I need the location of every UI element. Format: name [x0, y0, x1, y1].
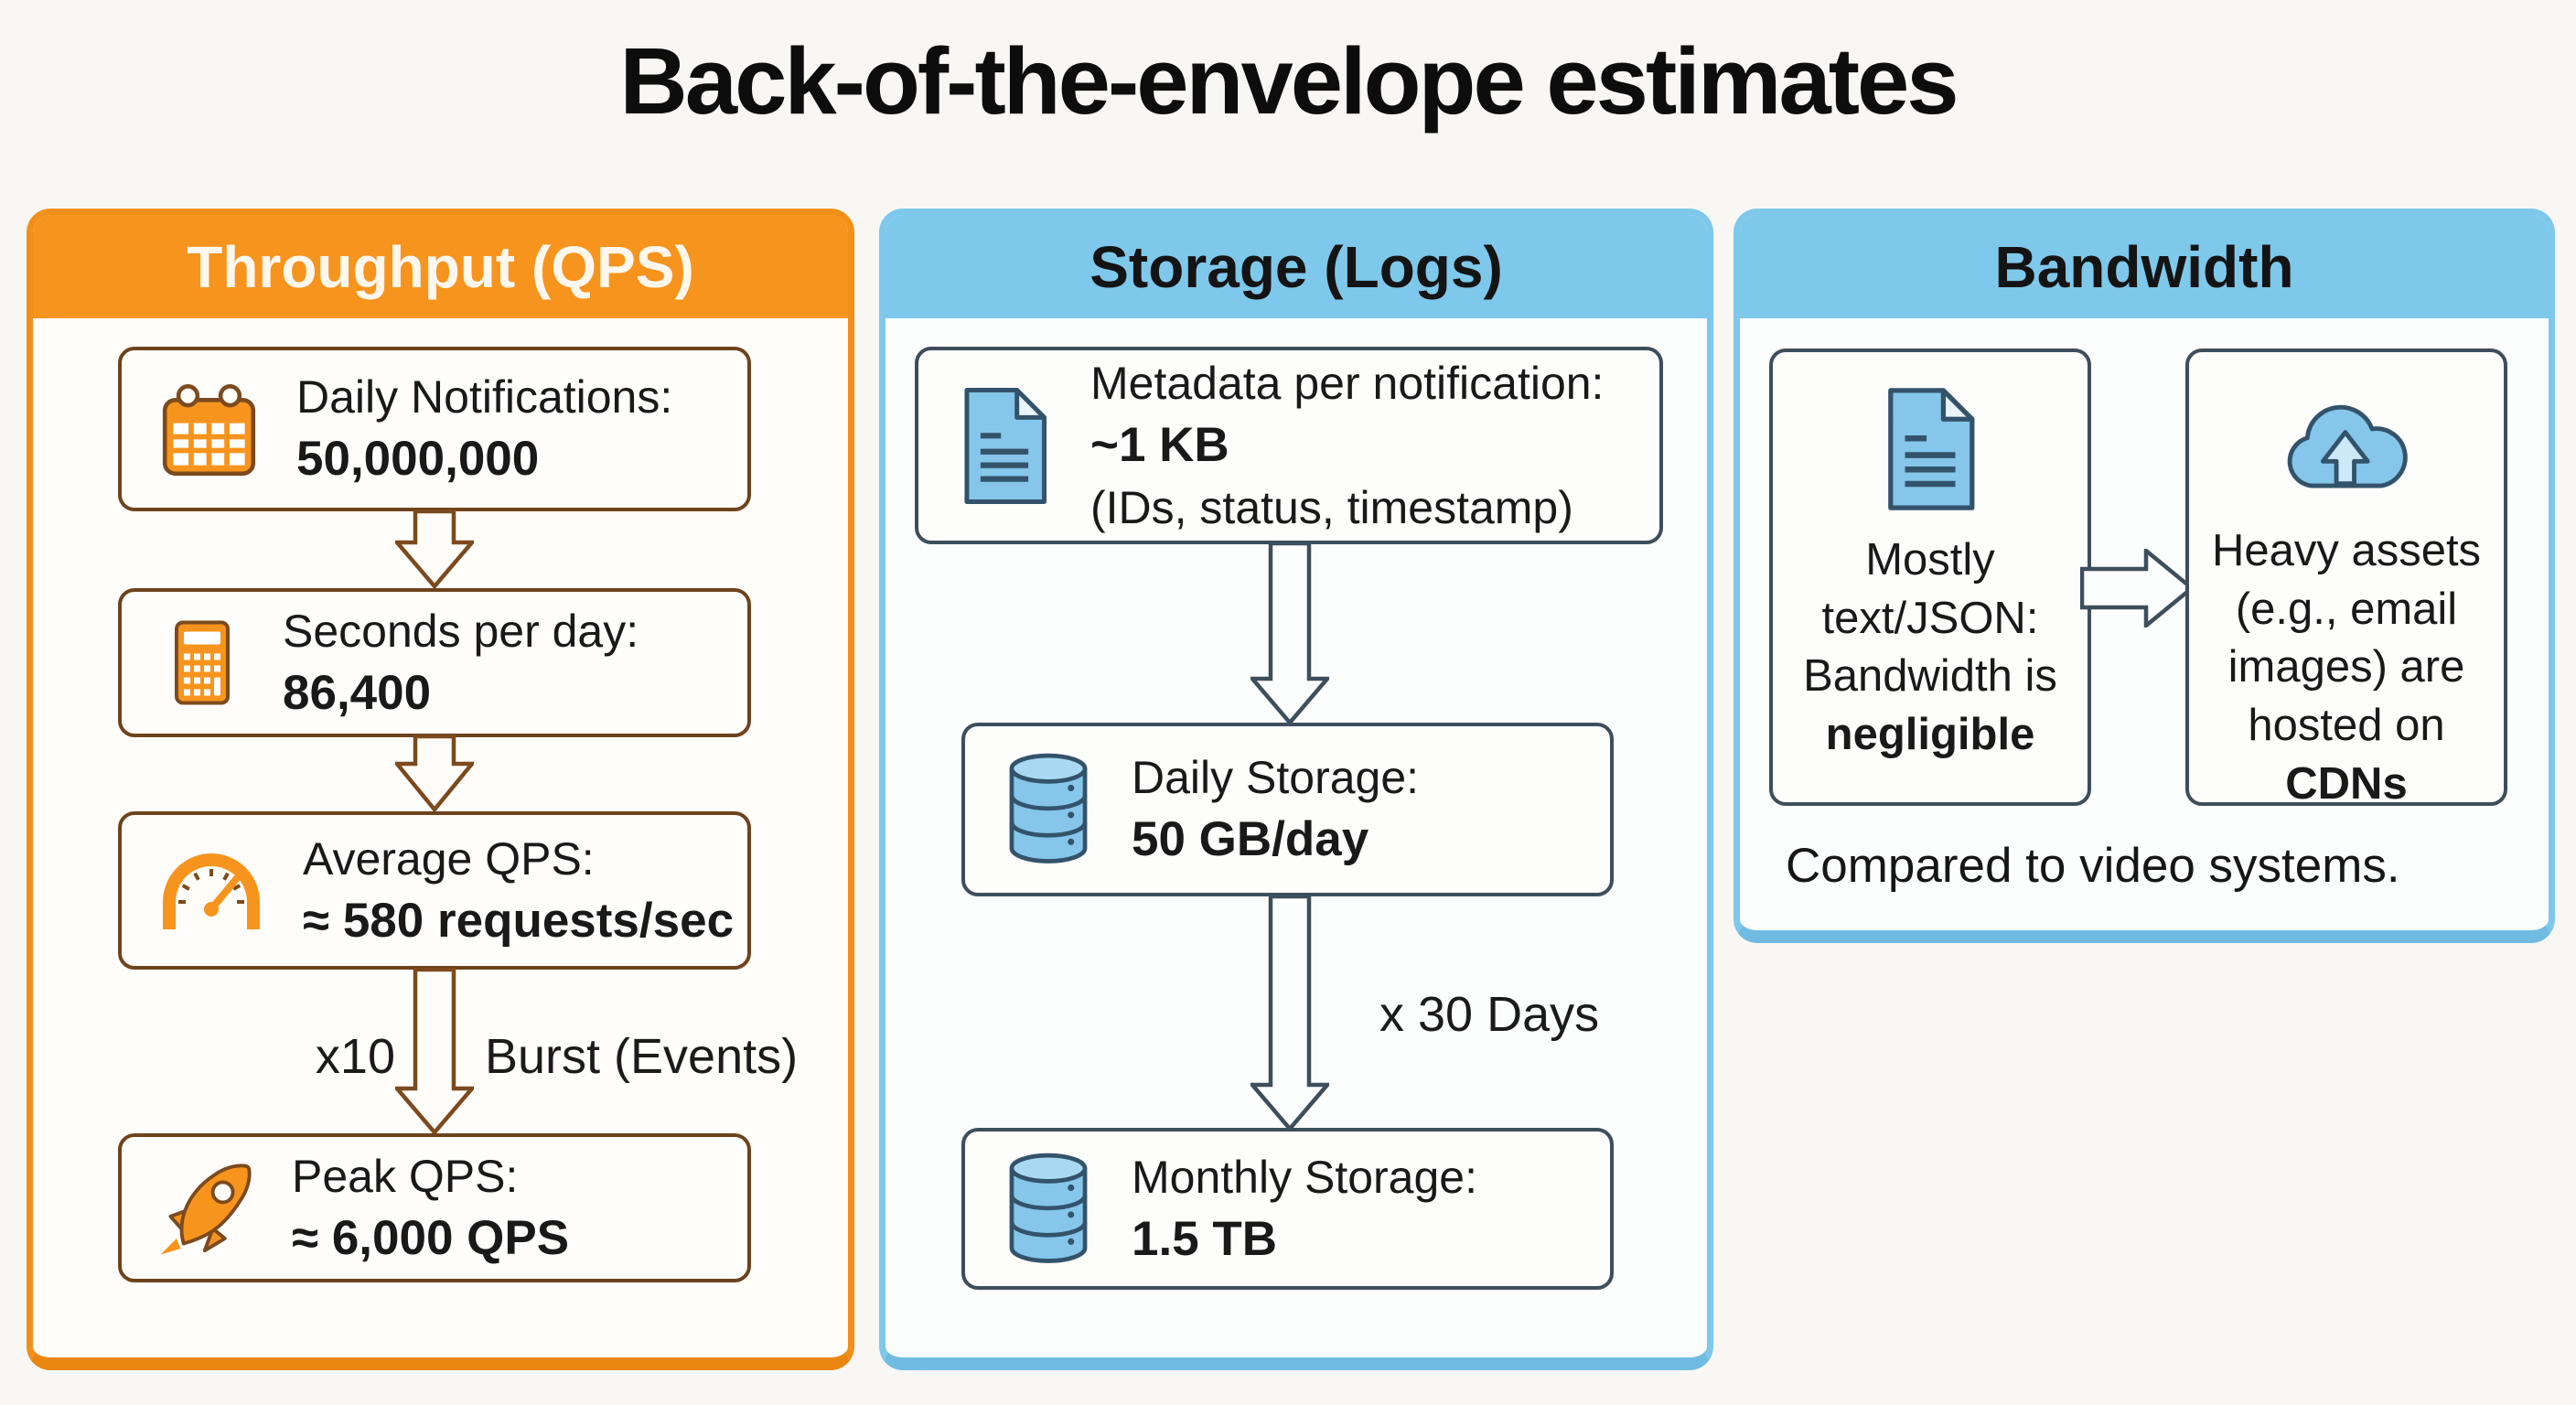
- card-text: Peak QPS: ≈ 6,000 QPS: [292, 1146, 569, 1271]
- monthly-storage-card: Monthly Storage: 1.5 TB: [961, 1128, 1614, 1290]
- card-label: Average QPS:: [303, 832, 595, 885]
- bandwidth-header: Bandwidth: [1740, 215, 2549, 318]
- peak-qps-card: Peak QPS: ≈ 6,000 QPS: [118, 1133, 751, 1282]
- card-value: ~1 KB: [1090, 418, 1229, 473]
- days-multiplier-label: x 30 Days: [1379, 987, 1600, 1042]
- card-label: Seconds per day:: [283, 605, 639, 657]
- calculator-icon: [156, 610, 248, 715]
- daily-storage-card: Daily Storage: 50 GB/day: [961, 723, 1614, 896]
- multiplier-label: x10: [315, 1029, 395, 1084]
- card-value: ≈ 580 requests/sec: [303, 893, 735, 948]
- document-icon: [1876, 383, 1984, 515]
- card-label: Daily Storage:: [1132, 752, 1420, 804]
- card-value: ≈ 6,000 QPS: [292, 1210, 570, 1265]
- card-sub: (IDs, status, timestamp): [1090, 481, 1573, 533]
- down-arrow-icon: [1250, 542, 1329, 724]
- burst-down-arrow-icon: [395, 968, 474, 1134]
- card-text: Mostly text/JSON: Bandwidth is negligibl…: [1803, 531, 2057, 765]
- card-text: Average QPS: ≈ 580 requests/sec: [303, 829, 734, 953]
- card-line: Bandwidth is: [1803, 651, 2057, 702]
- bandwidth-cdn-card: Heavy assets (e.g., email images) are ho…: [2185, 349, 2507, 809]
- daily-notifications-card: Daily Notifications: 50,000,000: [118, 347, 751, 511]
- card-label: Daily Notifications:: [296, 371, 673, 424]
- down-arrow-icon: [395, 735, 474, 811]
- calendar-icon: [156, 377, 262, 482]
- card-value: 1.5 TB: [1132, 1211, 1278, 1266]
- rocket-icon: [156, 1158, 257, 1259]
- card-text: Heavy assets (e.g., email images) are ho…: [2212, 522, 2481, 813]
- card-line: Mostly: [1865, 535, 1995, 585]
- card-text: Monthly Storage: 1.5 TB: [1132, 1147, 1477, 1271]
- database-icon: [1000, 750, 1097, 869]
- card-text: Daily Storage: 50 GB/day: [1132, 747, 1419, 872]
- card-label: Metadata per notification:: [1090, 358, 1605, 410]
- document-icon: [953, 383, 1056, 509]
- right-arrow-icon: [2080, 549, 2194, 627]
- card-value: 50,000,000: [296, 432, 540, 487]
- card-line: (e.g., email: [2235, 584, 2458, 634]
- card-text: Daily Notifications: 50,000,000: [296, 367, 672, 491]
- card-line: Heavy assets: [2211, 526, 2482, 575]
- down-arrow-icon: [1250, 895, 1329, 1131]
- burst-label: Burst (Events): [485, 1029, 799, 1084]
- card-label: Monthly Storage:: [1132, 1151, 1477, 1203]
- speedometer-icon: [156, 845, 268, 937]
- card-line: hosted on: [2248, 701, 2445, 751]
- seconds-per-day-card: Seconds per day: 86,400: [118, 588, 751, 737]
- card-line-bold: CDNs: [2285, 758, 2408, 809]
- card-line-bold: negligible: [1825, 710, 2035, 760]
- average-qps-card: Average QPS: ≈ 580 requests/sec: [118, 811, 751, 970]
- cloud-upload-icon: [2273, 383, 2420, 506]
- database-icon: [1000, 1150, 1097, 1269]
- card-line: images) are: [2227, 642, 2465, 692]
- bandwidth-footnote: Compared to video systems.: [1786, 839, 2400, 893]
- card-line: text/JSON:: [1821, 593, 2039, 643]
- bandwidth-text-card: Mostly text/JSON: Bandwidth is negligibl…: [1769, 349, 2091, 806]
- card-text: Metadata per notification: ~1 KB (IDs, s…: [1090, 353, 1604, 538]
- down-arrow-icon: [395, 509, 474, 588]
- card-text: Seconds per day: 86,400: [283, 601, 639, 725]
- card-value: 50 GB/day: [1132, 812, 1369, 867]
- card-value: 86,400: [283, 665, 432, 720]
- page-title: Back-of-the-envelope estimates: [619, 28, 1959, 134]
- storage-header: Storage (Logs): [886, 215, 1707, 318]
- card-label: Peak QPS:: [292, 1150, 519, 1202]
- metadata-card: Metadata per notification: ~1 KB (IDs, s…: [915, 347, 1663, 544]
- throughput-header: Throughput (QPS): [33, 215, 848, 318]
